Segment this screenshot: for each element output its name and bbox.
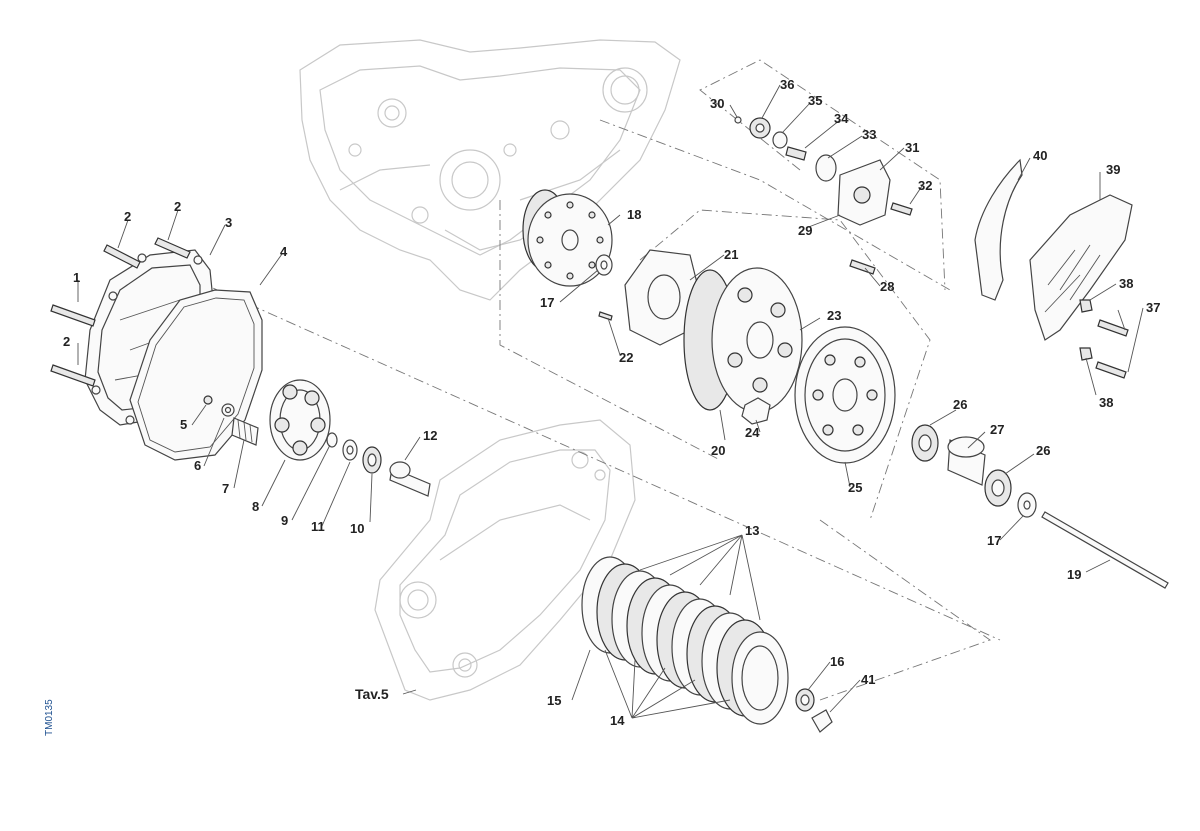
callout-8: 8 (252, 499, 259, 514)
callout-30: 30 (710, 96, 724, 111)
callout-10: 10 (350, 521, 364, 536)
case-cover-ghost (374, 419, 636, 701)
shaft-bearings (911, 424, 1169, 589)
callout-5: 5 (180, 417, 187, 432)
callout-13: 13 (745, 523, 759, 538)
callout-37: 37 (1146, 300, 1160, 315)
clutch-basket-group (598, 249, 896, 464)
reference-label: Tav.5 (355, 686, 389, 702)
callout-17: 17 (540, 295, 554, 310)
callout-33: 33 (862, 127, 876, 142)
callout-41: 41 (861, 672, 875, 687)
callout-20: 20 (711, 443, 725, 458)
pressure-plate-group (203, 379, 431, 497)
callout-2: 2 (124, 209, 131, 224)
callout-23: 23 (827, 308, 841, 323)
cover-screws (50, 237, 191, 387)
callout-39: 39 (1106, 162, 1120, 177)
sprocket-guard-group (974, 158, 1133, 379)
callout-7: 7 (222, 481, 229, 496)
callout-17: 17 (987, 533, 1001, 548)
callout-14: 14 (610, 713, 625, 728)
callout-4: 4 (280, 244, 288, 259)
callout-26: 26 (953, 397, 967, 412)
callout-18: 18 (627, 207, 641, 222)
callout-16: 16 (830, 654, 844, 669)
callout-12: 12 (423, 428, 437, 443)
figure-code: TM0135 (44, 699, 55, 736)
callout-2: 2 (63, 334, 70, 349)
callout-19: 19 (1067, 567, 1081, 582)
callout-22: 22 (619, 350, 633, 365)
slave-cylinder-group (734, 116, 913, 275)
callout-38: 38 (1099, 395, 1113, 410)
callout-labels: 1 2 2 2 3 4 5 6 7 8 9 11 10 12 13 14 15 … (44, 77, 1160, 736)
cover-gasket (129, 289, 263, 461)
callout-9: 9 (281, 513, 288, 528)
callout-28: 28 (880, 279, 894, 294)
callout-6: 6 (194, 458, 201, 473)
callout-3: 3 (225, 215, 232, 230)
callout-32: 32 (918, 178, 932, 193)
leader-lines (77, 84, 1144, 719)
callout-36: 36 (780, 77, 794, 92)
assembly-axis-lines (194, 59, 1001, 701)
clutch-plates-stack (581, 556, 833, 733)
callout-2: 2 (174, 199, 181, 214)
callout-15: 15 (547, 693, 561, 708)
engine-crankcase-ghost (299, 39, 681, 301)
callout-40: 40 (1033, 148, 1047, 163)
callout-29: 29 (798, 223, 812, 238)
callout-38: 38 (1119, 276, 1133, 291)
callout-1: 1 (73, 270, 80, 285)
callout-25: 25 (848, 480, 862, 495)
callout-21: 21 (724, 247, 738, 262)
driven-gear-18 (522, 189, 613, 287)
callout-31: 31 (905, 140, 919, 155)
callout-11: 11 (311, 519, 325, 534)
callout-27: 27 (990, 422, 1004, 437)
callout-24: 24 (745, 425, 760, 440)
callout-35: 35 (808, 93, 822, 108)
callout-26: 26 (1036, 443, 1050, 458)
callout-34: 34 (834, 111, 849, 126)
